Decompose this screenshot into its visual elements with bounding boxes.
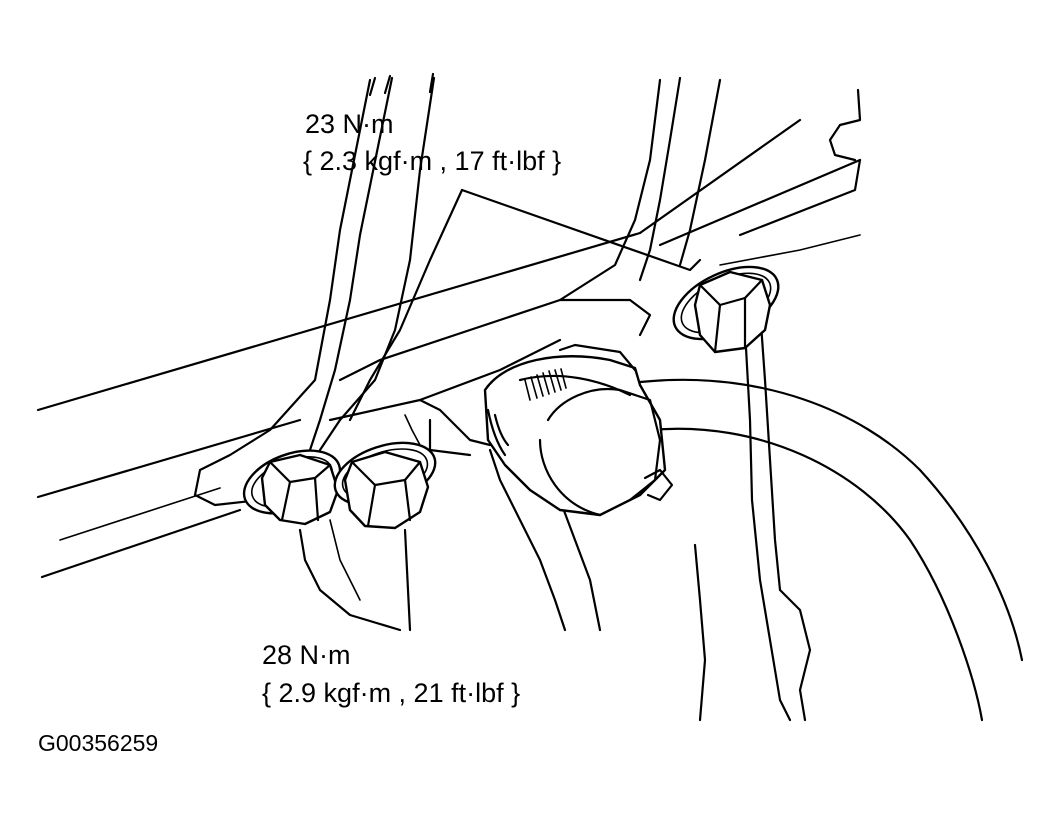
harness-cable (638, 378, 1024, 722)
frame-rail (36, 118, 862, 579)
lower-torque-value: 28 N·m (262, 640, 351, 670)
bolt-lower-left (242, 449, 342, 526)
lower-housing (298, 308, 812, 722)
bracket-arms (193, 76, 862, 507)
figure-id: G00356259 (38, 730, 159, 756)
bolt-upper (672, 265, 780, 354)
upper-torque-value: 23 N·m (305, 109, 394, 139)
electrical-connector (483, 343, 674, 517)
lower-torque-conversion: { 2.9 kgf·m , 21 ft·lbf } (262, 678, 521, 708)
bolt-lower-right (333, 441, 437, 530)
upper-torque-conversion: { 2.3 kgf·m , 17 ft·lbf } (303, 146, 562, 176)
leader-lines (368, 72, 435, 97)
